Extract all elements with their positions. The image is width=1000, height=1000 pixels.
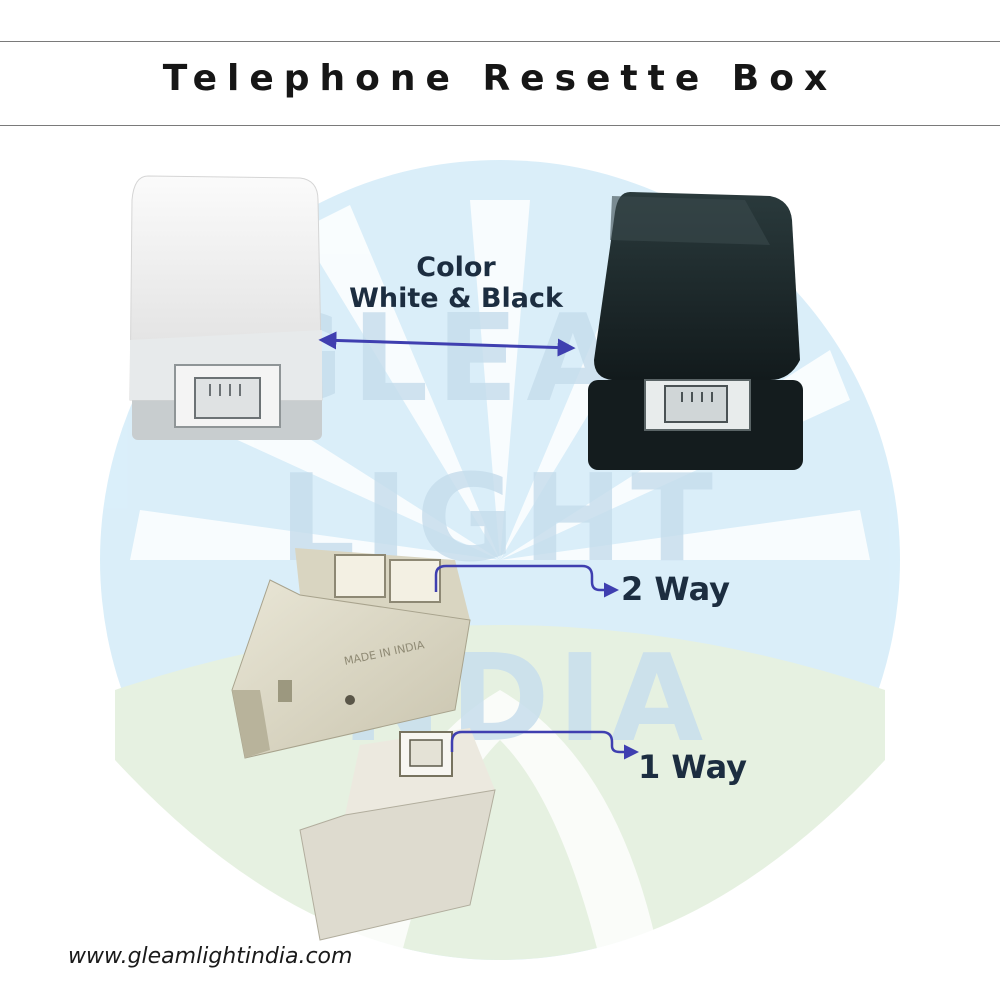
top-divider	[0, 41, 1000, 42]
color-value-label: White & Black	[349, 283, 563, 314]
website-url[interactable]: www.gleamlightindia.com	[68, 944, 353, 969]
black-resette-box-image	[588, 192, 803, 470]
header-divider	[0, 125, 1000, 126]
color-heading: Color	[416, 252, 496, 283]
pointer-arrow-icon	[450, 730, 639, 760]
white-resette-box-image	[129, 175, 323, 440]
two-way-resette-image: MADE IN INDIA	[231, 548, 471, 759]
one-way-label: 1 Way	[638, 748, 748, 786]
one-way-resette-image	[299, 728, 496, 941]
page-title: Telephone Resette Box	[162, 58, 838, 99]
pointer-arrow-icon	[434, 564, 619, 598]
double-arrow-icon	[318, 331, 576, 357]
two-way-label: 2 Way	[621, 570, 731, 608]
